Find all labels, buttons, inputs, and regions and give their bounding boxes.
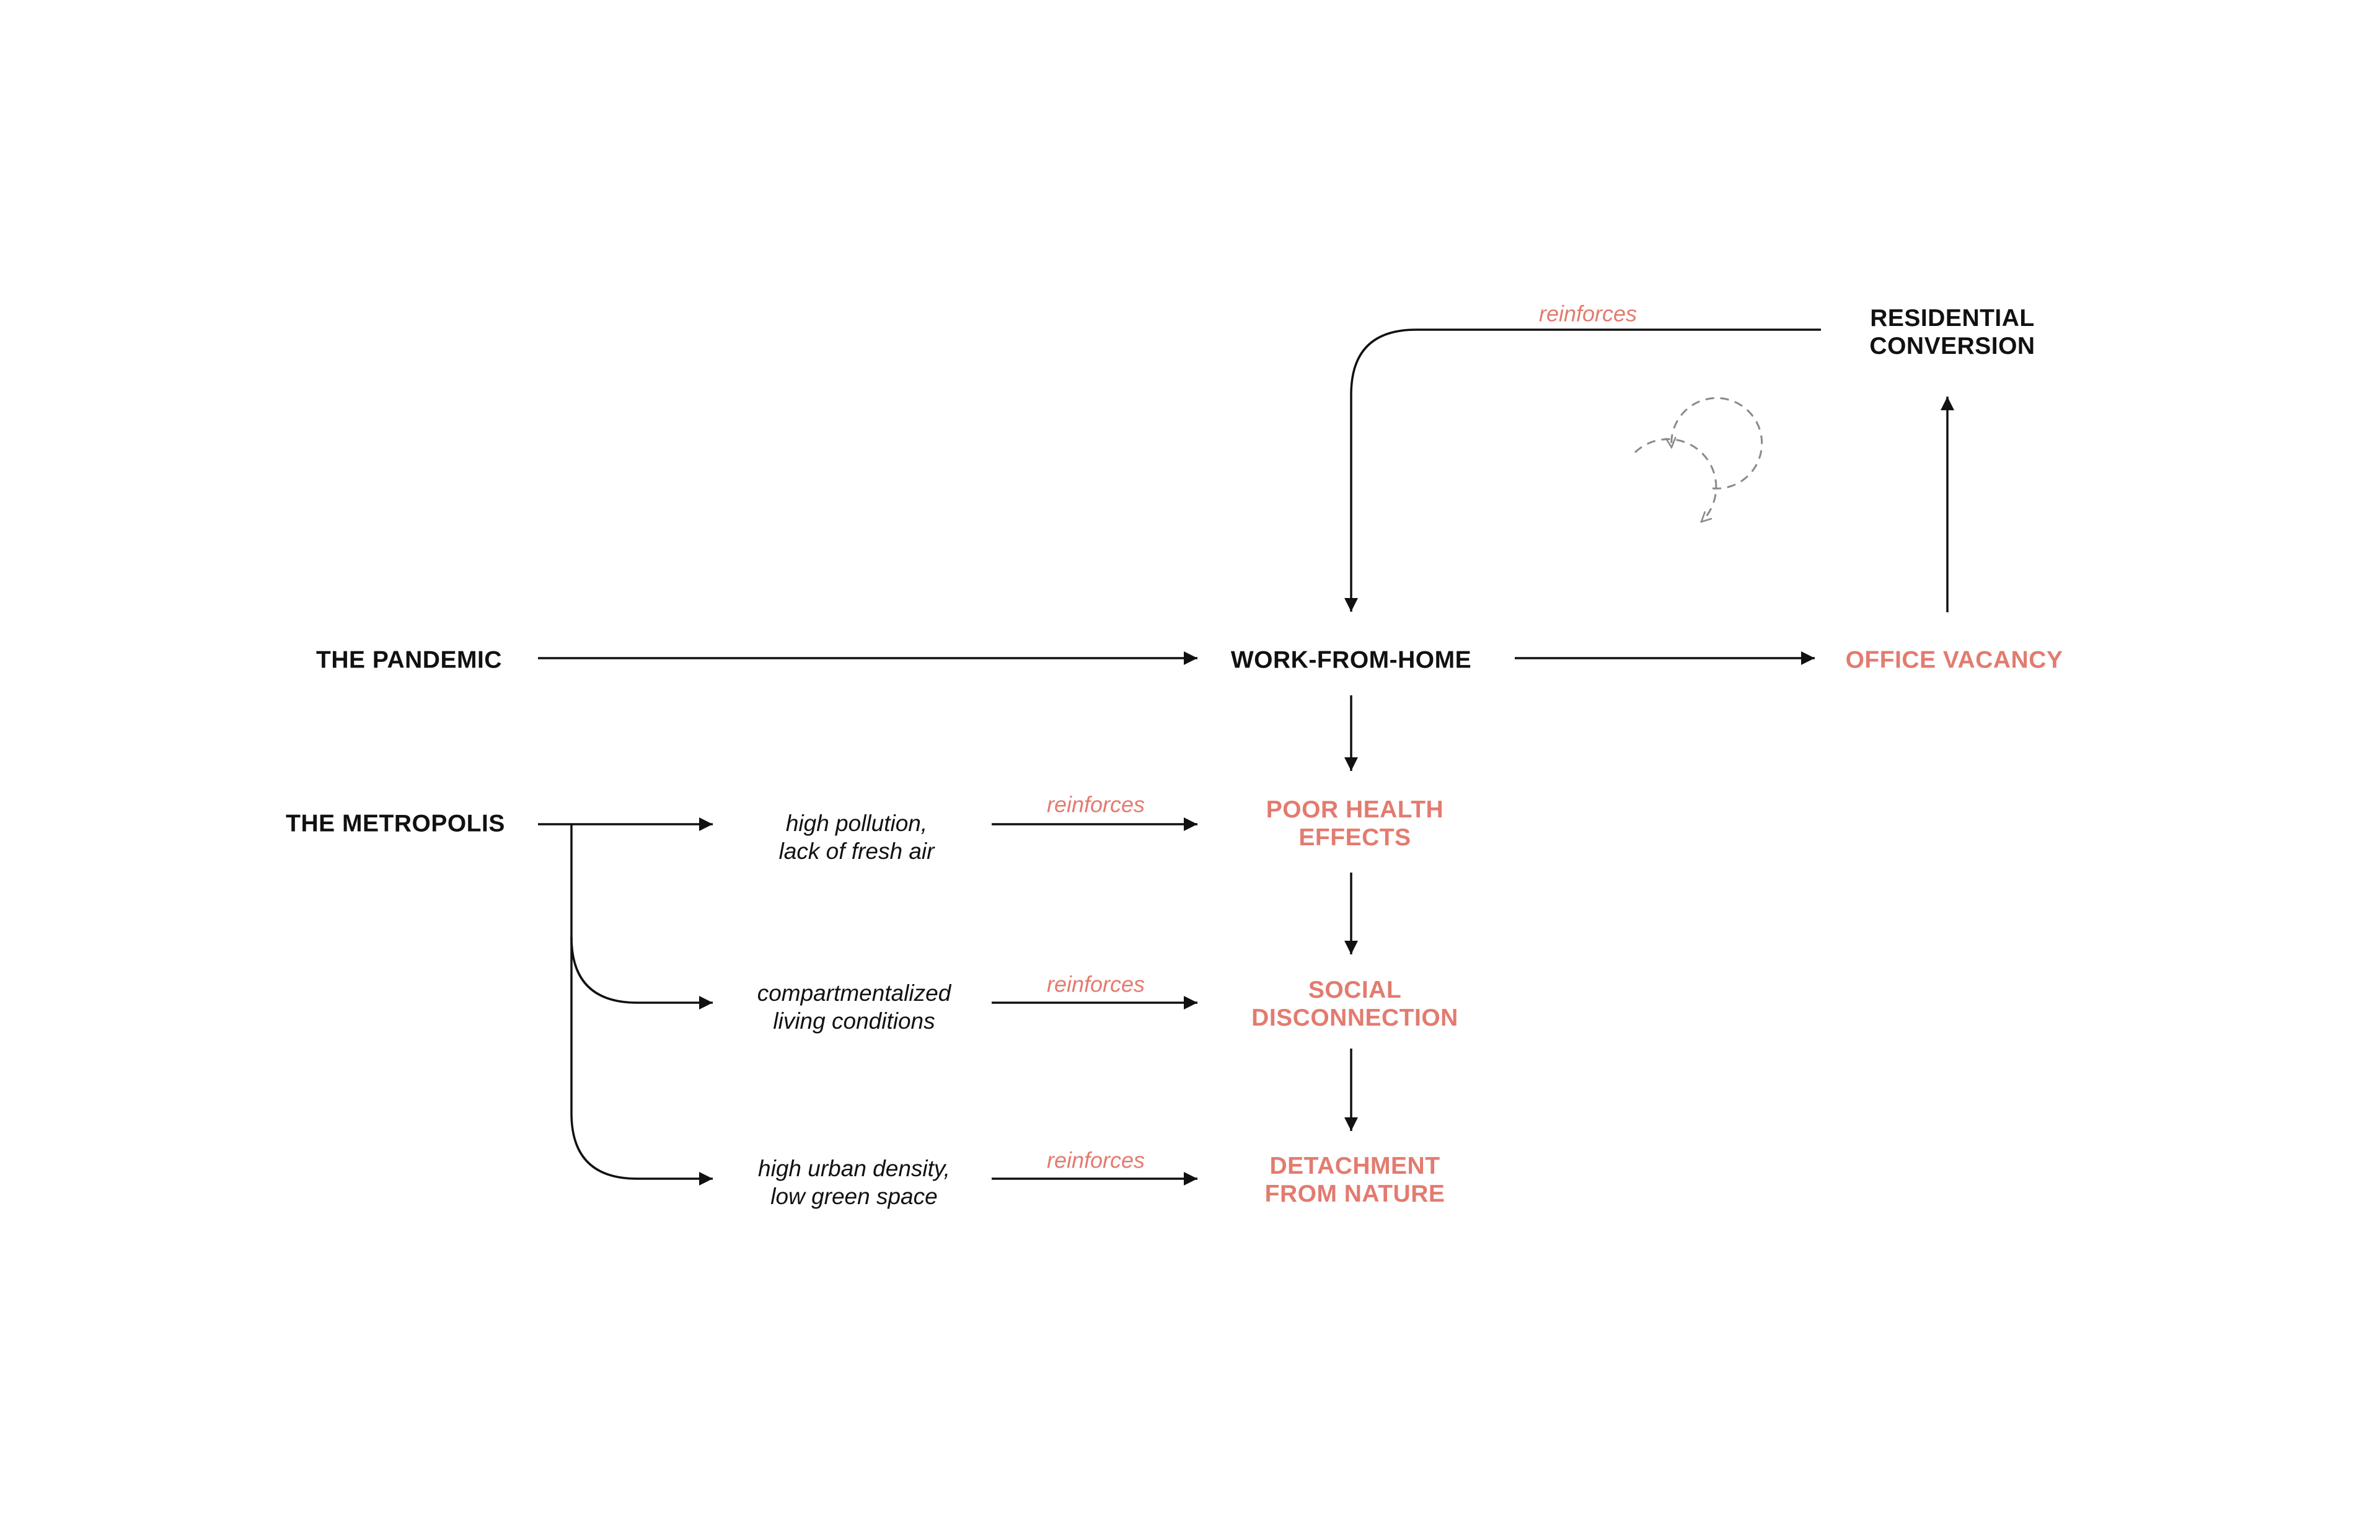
edge-label-reinforces-nature: reinforces xyxy=(1046,1147,1145,1173)
edge-label-reinforces-social: reinforces xyxy=(1046,971,1145,997)
arrow-metropolis-to-living xyxy=(570,824,713,1010)
cause-high-urban-density: high urban density, low green space xyxy=(758,1156,950,1209)
node-detachment-from-nature: DETACHMENT FROM NATURE xyxy=(1264,1153,1445,1207)
edge-label-reinforces-top: reinforces xyxy=(1538,301,1637,327)
node-work-from-home: WORK-FROM-HOME xyxy=(1230,646,1472,674)
node-residential-conversion: RESIDENTIAL CONVERSION xyxy=(1869,305,2035,359)
node-office-vacancy: OFFICE VACANCY xyxy=(1845,646,2063,674)
node-the-metropolis: THE METROPOLIS xyxy=(286,810,505,837)
node-social-disconnection: SOCIAL DISCONNECTION xyxy=(1251,977,1458,1031)
cause-high-pollution: high pollution, lack of fresh air xyxy=(778,811,935,864)
edge-label-reinforces-health: reinforces xyxy=(1046,791,1145,817)
cause-compartmentalized-living: compartmentalized living conditions xyxy=(757,980,951,1034)
reinforcing-loop-icon xyxy=(1634,397,1763,522)
node-the-pandemic: THE PANDEMIC xyxy=(316,646,502,674)
arrow-metropolis-to-density xyxy=(570,937,713,1186)
node-poor-health-effects: POOR HEALTH EFFECTS xyxy=(1266,796,1444,851)
arrow-residential-to-wfh xyxy=(1344,328,1821,612)
